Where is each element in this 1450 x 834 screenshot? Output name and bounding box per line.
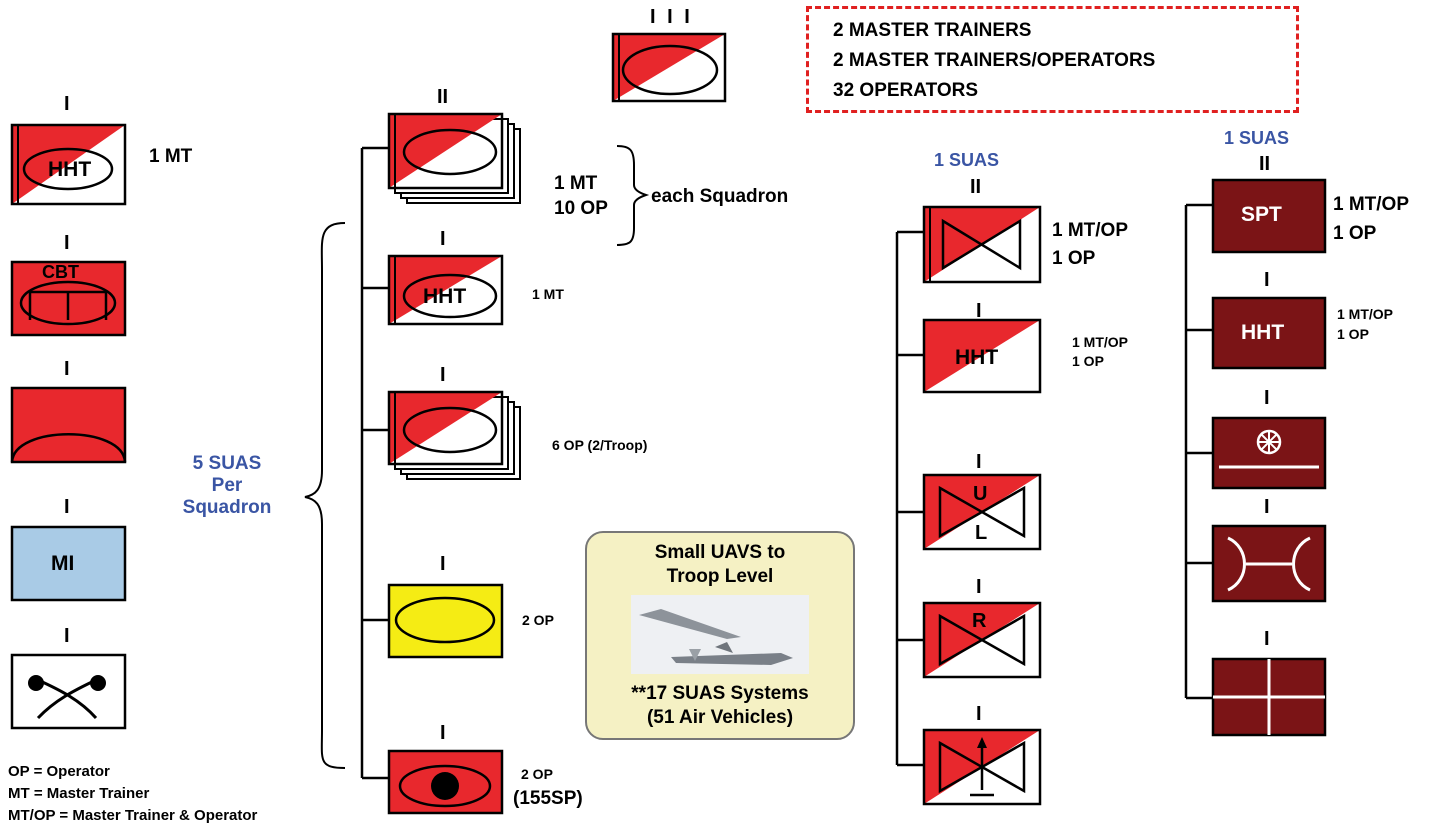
eng-hht-echelon: I bbox=[976, 300, 982, 323]
sq-hht-echelon: I bbox=[440, 228, 446, 251]
regiment-symbol bbox=[613, 34, 725, 101]
left-hht-count: 1 MT bbox=[149, 146, 192, 168]
artillery-symbol bbox=[389, 751, 502, 813]
maintenance-echelon: I bbox=[1264, 387, 1270, 410]
squadron-symbol-stack bbox=[389, 114, 520, 203]
squadron-brace bbox=[305, 223, 345, 768]
medical-echelon: I bbox=[1264, 628, 1270, 651]
support-echelon: II bbox=[1259, 153, 1270, 176]
engineer-count-1: 1 MT/OP bbox=[1052, 220, 1128, 242]
uav-photo bbox=[631, 595, 809, 674]
yellow-unit-symbol bbox=[389, 585, 502, 657]
left-hht-label: HHT bbox=[48, 158, 91, 182]
training-summary-box: 2 MASTER TRAINERS 2 MASTER TRAINERS/OPER… bbox=[806, 6, 1299, 113]
suas-per: Per bbox=[160, 475, 294, 497]
support-count-1: 1 MT/OP bbox=[1333, 194, 1409, 216]
uav-title-1: Small UAVS to bbox=[587, 542, 853, 564]
troop-symbol-stack bbox=[389, 392, 520, 479]
uav-callout: Small UAVS to Troop Level **17 SUAS Syst… bbox=[585, 531, 855, 740]
yellow-unit-echelon: I bbox=[440, 553, 446, 576]
spt-hht-label: HHT bbox=[1241, 321, 1284, 345]
suas-squadron: Squadron bbox=[160, 497, 294, 519]
uav-footer-2: (51 Air Vehicles) bbox=[587, 707, 853, 729]
summary-line-2: 2 MASTER TRAINERS/OPERATORS bbox=[833, 50, 1155, 72]
uav-title-2: Troop Level bbox=[587, 566, 853, 588]
recon-letter: R bbox=[972, 610, 986, 633]
summary-line-3: 32 OPERATORS bbox=[833, 80, 978, 102]
artillery-sub: (155SP) bbox=[513, 788, 583, 810]
sq-hht-count: 1 MT bbox=[532, 286, 564, 302]
spt-hht-echelon: I bbox=[1264, 269, 1270, 292]
engineer-count-2: 1 OP bbox=[1052, 248, 1095, 270]
eng-hht-label: HHT bbox=[955, 346, 998, 370]
eng-hht-count-2: 1 OP bbox=[1072, 353, 1104, 369]
signal-symbol bbox=[12, 655, 125, 728]
red-unit-symbol bbox=[12, 388, 125, 462]
support-count-2: 1 OP bbox=[1333, 223, 1376, 245]
air-defense-unit-symbol bbox=[924, 730, 1040, 804]
sq-hht-label: HHT bbox=[423, 285, 466, 309]
spt-hht-count-2: 1 OP bbox=[1337, 326, 1369, 342]
artillery-count: 2 OP bbox=[521, 766, 553, 782]
recon-echelon: I bbox=[976, 576, 982, 599]
regiment-echelon: I I I bbox=[650, 6, 693, 29]
suas-per-squadron: 5 SUAS Per Squadron bbox=[160, 453, 294, 519]
air-defense-echelon: I bbox=[976, 703, 982, 726]
legend-op: OP = Operator bbox=[8, 763, 110, 780]
mi-echelon: I bbox=[64, 496, 70, 519]
each-squadron-label: each Squadron bbox=[651, 186, 788, 208]
maintenance-symbol bbox=[1213, 418, 1325, 488]
artillery-echelon: I bbox=[440, 722, 446, 745]
troop-count: 6 OP (2/Troop) bbox=[552, 437, 647, 453]
squadron-count-op: 10 OP bbox=[554, 198, 608, 220]
legend-mtop: MT/OP = Master Trainer & Operator bbox=[8, 807, 257, 824]
signal-echelon: I bbox=[64, 625, 70, 648]
uav-footer-1: **17 SUAS Systems bbox=[587, 683, 853, 705]
uav-unit-echelon: I bbox=[976, 451, 982, 474]
each-squadron-brace bbox=[617, 146, 646, 245]
engineer-echelon: II bbox=[970, 176, 981, 199]
cbt-echelon: I bbox=[64, 232, 70, 255]
engineer-suas: 1 SUAS bbox=[934, 150, 999, 171]
support-suas: 1 SUAS bbox=[1224, 128, 1289, 149]
mi-label: MI bbox=[51, 552, 74, 576]
legend-mt: MT = Master Trainer bbox=[8, 785, 149, 802]
spt-hht-count-1: 1 MT/OP bbox=[1337, 306, 1393, 322]
troop-echelon: I bbox=[440, 364, 446, 387]
medical-symbol bbox=[1213, 659, 1325, 735]
summary-line-1: 2 MASTER TRAINERS bbox=[833, 20, 1031, 42]
engineer-hq-symbol bbox=[924, 207, 1040, 282]
supply-echelon: I bbox=[1264, 496, 1270, 519]
red-unit-echelon: I bbox=[64, 358, 70, 381]
suas-count: 5 SUAS bbox=[160, 453, 294, 475]
left-hht-echelon: I bbox=[64, 93, 70, 116]
spt-label: SPT bbox=[1241, 203, 1282, 227]
uav-unit-letter-l: L bbox=[975, 522, 987, 545]
eng-hht-count-1: 1 MT/OP bbox=[1072, 334, 1128, 350]
squadron-count-mt: 1 MT bbox=[554, 173, 597, 195]
yellow-unit-count: 2 OP bbox=[522, 612, 554, 628]
uav-unit-letter-u: U bbox=[973, 483, 987, 506]
supply-symbol bbox=[1213, 526, 1325, 601]
squadron-echelon: II bbox=[437, 86, 448, 109]
cbt-label: CBT bbox=[42, 262, 79, 283]
